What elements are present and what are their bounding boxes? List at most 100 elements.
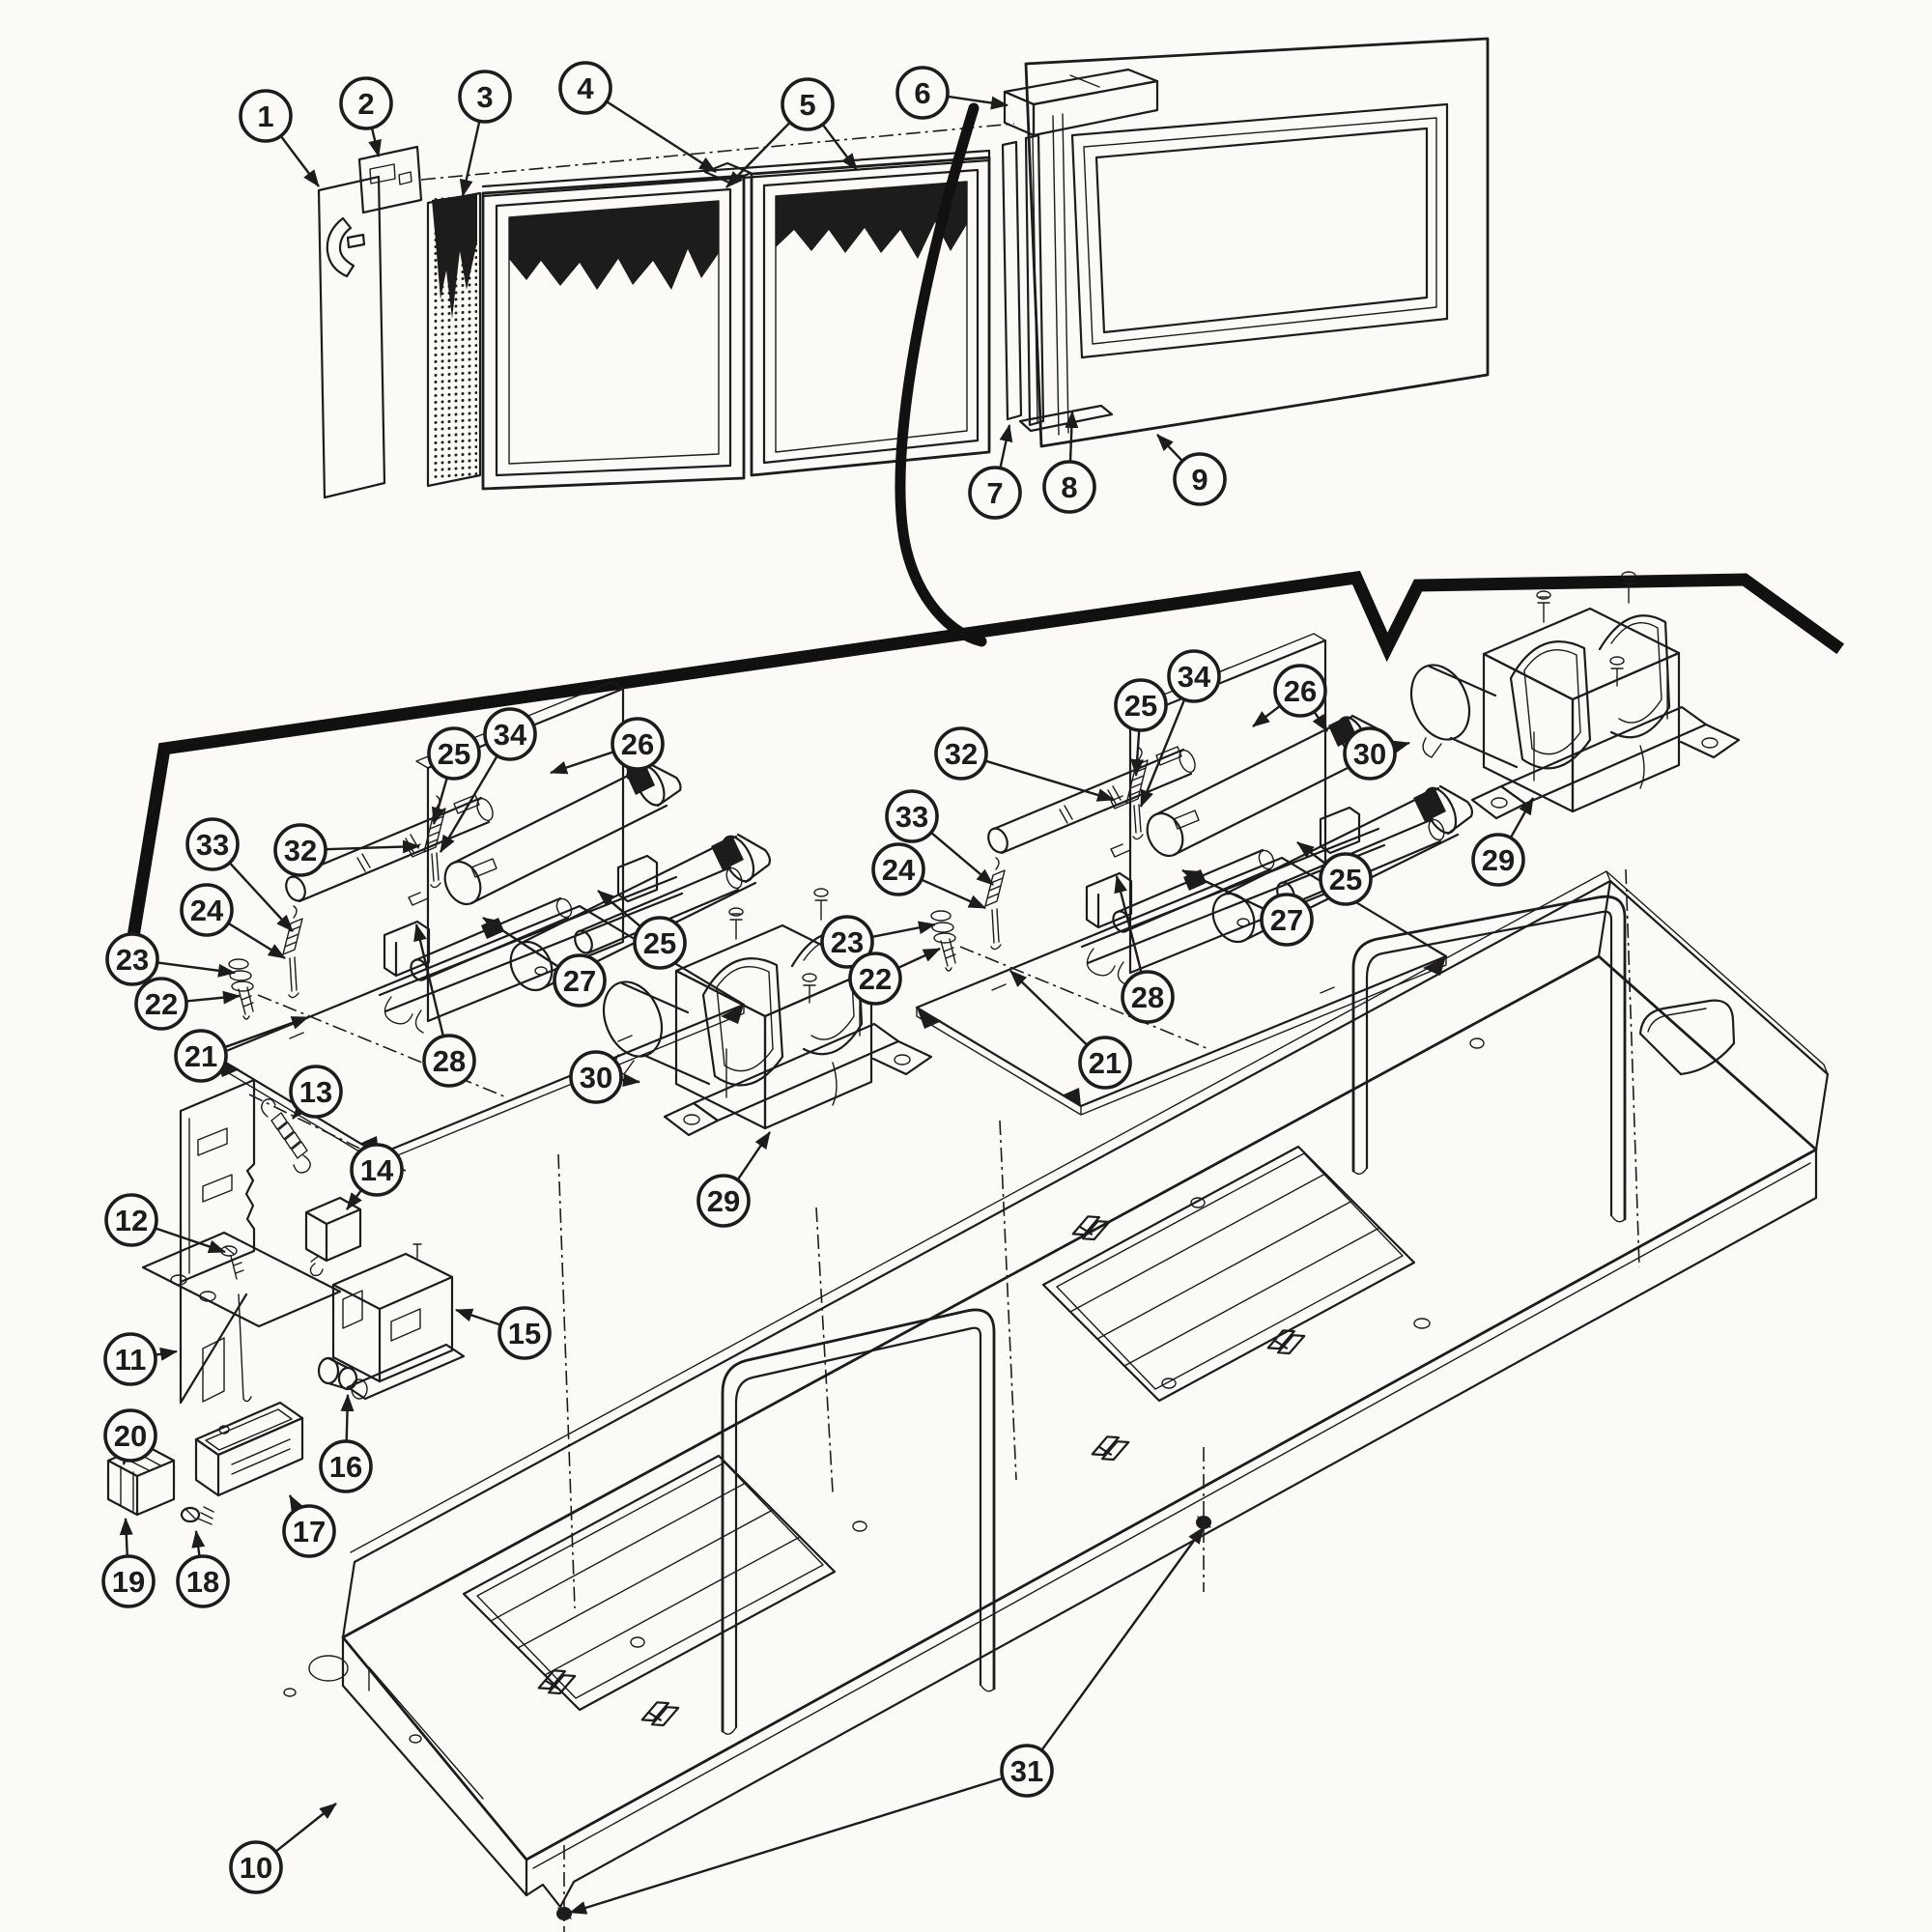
leader-line-30 bbox=[1391, 740, 1410, 754]
callout-28: 28 bbox=[1121, 970, 1175, 1024]
callout-5: 5 bbox=[781, 77, 835, 131]
callout-number: 7 bbox=[986, 476, 1003, 510]
callout-34: 34 bbox=[483, 707, 537, 761]
callout-balloon bbox=[422, 1034, 476, 1088]
leader-line-26 bbox=[1312, 710, 1328, 732]
callout-number: 22 bbox=[859, 962, 892, 996]
leader-line-32 bbox=[325, 839, 420, 854]
leader-line-26 bbox=[550, 751, 614, 775]
callout-balloon bbox=[569, 1050, 623, 1104]
callout-25: 25 bbox=[1319, 852, 1373, 906]
callout-number: 27 bbox=[1270, 903, 1303, 937]
projection-line-a bbox=[557, 1153, 576, 1609]
callout-balloon bbox=[289, 1065, 343, 1119]
callout-21: 21 bbox=[1078, 1036, 1132, 1090]
callout-balloon bbox=[1167, 649, 1221, 703]
callout-9: 9 bbox=[1173, 452, 1227, 506]
leader-line-32 bbox=[984, 759, 1115, 802]
callout-balloon bbox=[558, 61, 612, 115]
leader-line-26 bbox=[1252, 704, 1281, 727]
callout-number: 23 bbox=[831, 925, 864, 959]
callout-number: 34 bbox=[1178, 660, 1211, 694]
leader-line-9 bbox=[1156, 434, 1183, 463]
lamp-panel-assembly-2 bbox=[915, 632, 1474, 1117]
callout-number: 23 bbox=[116, 943, 149, 977]
callout-number: 32 bbox=[945, 737, 978, 771]
callout-balloon bbox=[185, 817, 240, 871]
ballast-transformer-2 bbox=[1399, 570, 1741, 820]
callout-balloon bbox=[104, 1193, 158, 1247]
part-18-screw bbox=[180, 1506, 214, 1525]
leader-line-19 bbox=[119, 1518, 133, 1557]
callout-balloon bbox=[174, 1029, 228, 1083]
callout-balloon bbox=[1173, 452, 1227, 506]
spring-33-stud-24 bbox=[282, 905, 303, 999]
callout-32: 32 bbox=[934, 726, 988, 781]
callout-number: 25 bbox=[1329, 863, 1362, 896]
leader-line-34 bbox=[1139, 698, 1186, 808]
callout-33: 33 bbox=[885, 789, 939, 843]
callout-25: 25 bbox=[633, 916, 687, 970]
callout-balloon bbox=[1121, 970, 1175, 1024]
callout-29: 29 bbox=[696, 1174, 751, 1228]
callout-8: 8 bbox=[1042, 460, 1096, 514]
callout-10: 10 bbox=[229, 1840, 283, 1894]
louver-cutout-left bbox=[462, 1454, 837, 1712]
callout-number: 32 bbox=[284, 834, 317, 867]
callout-22: 22 bbox=[134, 977, 188, 1031]
hardware-cluster bbox=[106, 1078, 466, 1525]
callout-number: 33 bbox=[196, 828, 229, 862]
part-31-screw-lower bbox=[556, 1845, 572, 1932]
callout-number: 15 bbox=[508, 1317, 541, 1350]
leader-line-33 bbox=[930, 831, 994, 886]
leader-line-33 bbox=[228, 862, 294, 932]
callout-number: 8 bbox=[1061, 470, 1077, 504]
leader-line-29 bbox=[1509, 797, 1535, 838]
callout-32: 32 bbox=[273, 823, 327, 877]
callout-number: 21 bbox=[185, 1039, 217, 1073]
callout-number: 12 bbox=[115, 1204, 148, 1237]
callout-14: 14 bbox=[350, 1143, 404, 1197]
callout-balloon bbox=[895, 66, 950, 120]
projection-line-xc bbox=[815, 1207, 834, 1493]
callout-number: 22 bbox=[145, 987, 178, 1021]
part-4-5-filter-panels bbox=[481, 149, 991, 491]
callout-balloon bbox=[1042, 460, 1096, 514]
callout-number: 4 bbox=[577, 71, 594, 105]
callout-27: 27 bbox=[553, 953, 607, 1008]
callout-33: 33 bbox=[185, 817, 240, 871]
callout-11: 11 bbox=[103, 1332, 157, 1386]
callout-7: 7 bbox=[968, 466, 1022, 520]
callout-31: 31 bbox=[1000, 1744, 1054, 1798]
leader-line-18 bbox=[191, 1530, 206, 1557]
callout-27: 27 bbox=[1260, 893, 1314, 947]
leader-line-25 bbox=[1296, 841, 1327, 866]
tray-holes bbox=[283, 1037, 1485, 1744]
callout-number: 9 bbox=[1191, 463, 1208, 497]
leader-line-4 bbox=[606, 100, 717, 174]
callout-balloon bbox=[1343, 726, 1397, 781]
callout-balloon bbox=[848, 952, 902, 1006]
callout-balloon bbox=[696, 1174, 751, 1228]
callout-number: 10 bbox=[240, 1851, 272, 1885]
callout-30: 30 bbox=[569, 1050, 623, 1104]
callout-20: 20 bbox=[103, 1408, 157, 1463]
leader-line-5 bbox=[725, 121, 791, 188]
callout-number: 19 bbox=[112, 1565, 145, 1599]
part-9-housing bbox=[1001, 37, 1490, 448]
leader-line-29 bbox=[736, 1131, 771, 1181]
projection-line-b bbox=[999, 1120, 1017, 1481]
leader-line-22 bbox=[897, 947, 941, 970]
leader-line-25 bbox=[597, 890, 641, 928]
callout-number: 18 bbox=[186, 1565, 219, 1599]
callout-number: 29 bbox=[707, 1184, 740, 1218]
callout-number: 28 bbox=[1131, 980, 1164, 1014]
leader-line-10 bbox=[274, 1803, 337, 1853]
callout-12: 12 bbox=[104, 1193, 158, 1247]
callout-balloon bbox=[1260, 893, 1314, 947]
callout-number: 1 bbox=[257, 99, 273, 133]
leader-line-22 bbox=[185, 990, 241, 1005]
leader-line-28 bbox=[413, 923, 445, 1037]
